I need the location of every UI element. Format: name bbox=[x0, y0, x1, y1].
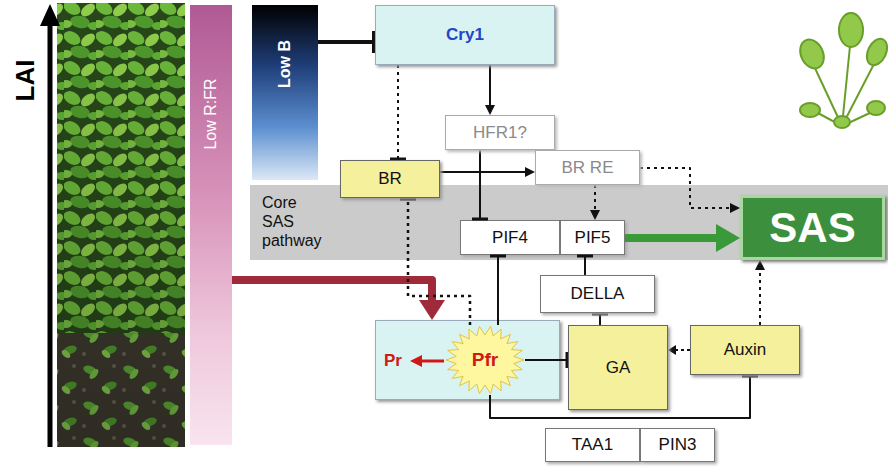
node-label: Cry1 bbox=[446, 25, 484, 45]
connector-line bbox=[318, 40, 374, 44]
node-label: BR bbox=[378, 169, 402, 189]
gradient-box: Low B bbox=[252, 5, 318, 180]
connector-line bbox=[440, 171, 526, 173]
factor-box: DELLA bbox=[540, 275, 655, 313]
label-holder: LAI bbox=[4, 40, 48, 120]
node-label: TAA1 bbox=[572, 435, 613, 455]
process-box: HFR1? bbox=[445, 115, 555, 150]
connector-line bbox=[497, 256, 499, 325]
hormone-box: Auxin bbox=[690, 325, 800, 375]
node-label: PIF5 bbox=[575, 228, 611, 248]
connector bbox=[232, 280, 445, 320]
node-label: PIN3 bbox=[659, 435, 697, 455]
process-box: BR RE bbox=[535, 150, 640, 185]
connector bbox=[485, 65, 495, 115]
node-label: Low R:FR bbox=[202, 78, 220, 149]
node-label: BR RE bbox=[562, 158, 614, 178]
photoreceptor-box: Cry1 bbox=[375, 5, 555, 65]
burst-outline bbox=[446, 326, 524, 393]
connector bbox=[318, 31, 374, 53]
gene-box: TAA1 bbox=[545, 428, 640, 462]
conversion-arrow bbox=[420, 360, 444, 363]
connector-line bbox=[397, 65, 399, 159]
conversion-arrow bbox=[410, 355, 422, 367]
node-label: HFR1? bbox=[473, 123, 527, 143]
plant-photo bbox=[57, 3, 185, 447]
phytochrome-box: Pr Pfr bbox=[375, 320, 560, 400]
axis-label: LAI bbox=[10, 59, 41, 101]
node-label: Pfr bbox=[472, 349, 498, 371]
output-box: SAS bbox=[740, 195, 885, 260]
connector bbox=[490, 256, 506, 325]
arrow-head bbox=[755, 260, 765, 270]
rosette-plant bbox=[796, 13, 888, 128]
hormone-box: GA bbox=[568, 325, 668, 410]
arrow-head bbox=[419, 300, 445, 320]
node-label: Core SAS pathway bbox=[262, 193, 328, 250]
node-label: SAS bbox=[769, 204, 855, 252]
connector bbox=[440, 167, 535, 177]
arrow-head bbox=[485, 105, 495, 115]
arrow-head bbox=[525, 167, 535, 177]
connector-line bbox=[599, 314, 601, 325]
connector bbox=[668, 345, 690, 355]
connector-line bbox=[489, 65, 491, 106]
lai-arrow bbox=[48, 24, 53, 447]
node-label: DELLA bbox=[571, 284, 625, 304]
lai-arrow bbox=[40, 4, 60, 26]
factor-box: PIF5 bbox=[560, 220, 625, 255]
gradient-bar: Low R:FR bbox=[190, 5, 232, 445]
arrow-head bbox=[668, 345, 676, 355]
node-label: GA bbox=[606, 358, 631, 378]
node-label: PIF4 bbox=[492, 228, 528, 248]
connector-line bbox=[759, 269, 761, 325]
burst-shape: Pfr bbox=[445, 325, 525, 395]
factor-box: PIF4 bbox=[460, 220, 560, 255]
node-label: Pr bbox=[384, 351, 402, 371]
hormone-box: BR bbox=[340, 160, 440, 198]
node-label: Low B bbox=[276, 40, 294, 88]
connector bbox=[390, 65, 406, 159]
node-label: Auxin bbox=[724, 340, 767, 360]
gene-box: PIN3 bbox=[640, 428, 715, 462]
connector bbox=[592, 314, 608, 325]
connector-line bbox=[675, 349, 690, 351]
connector bbox=[755, 260, 765, 325]
connector-line bbox=[232, 280, 432, 301]
